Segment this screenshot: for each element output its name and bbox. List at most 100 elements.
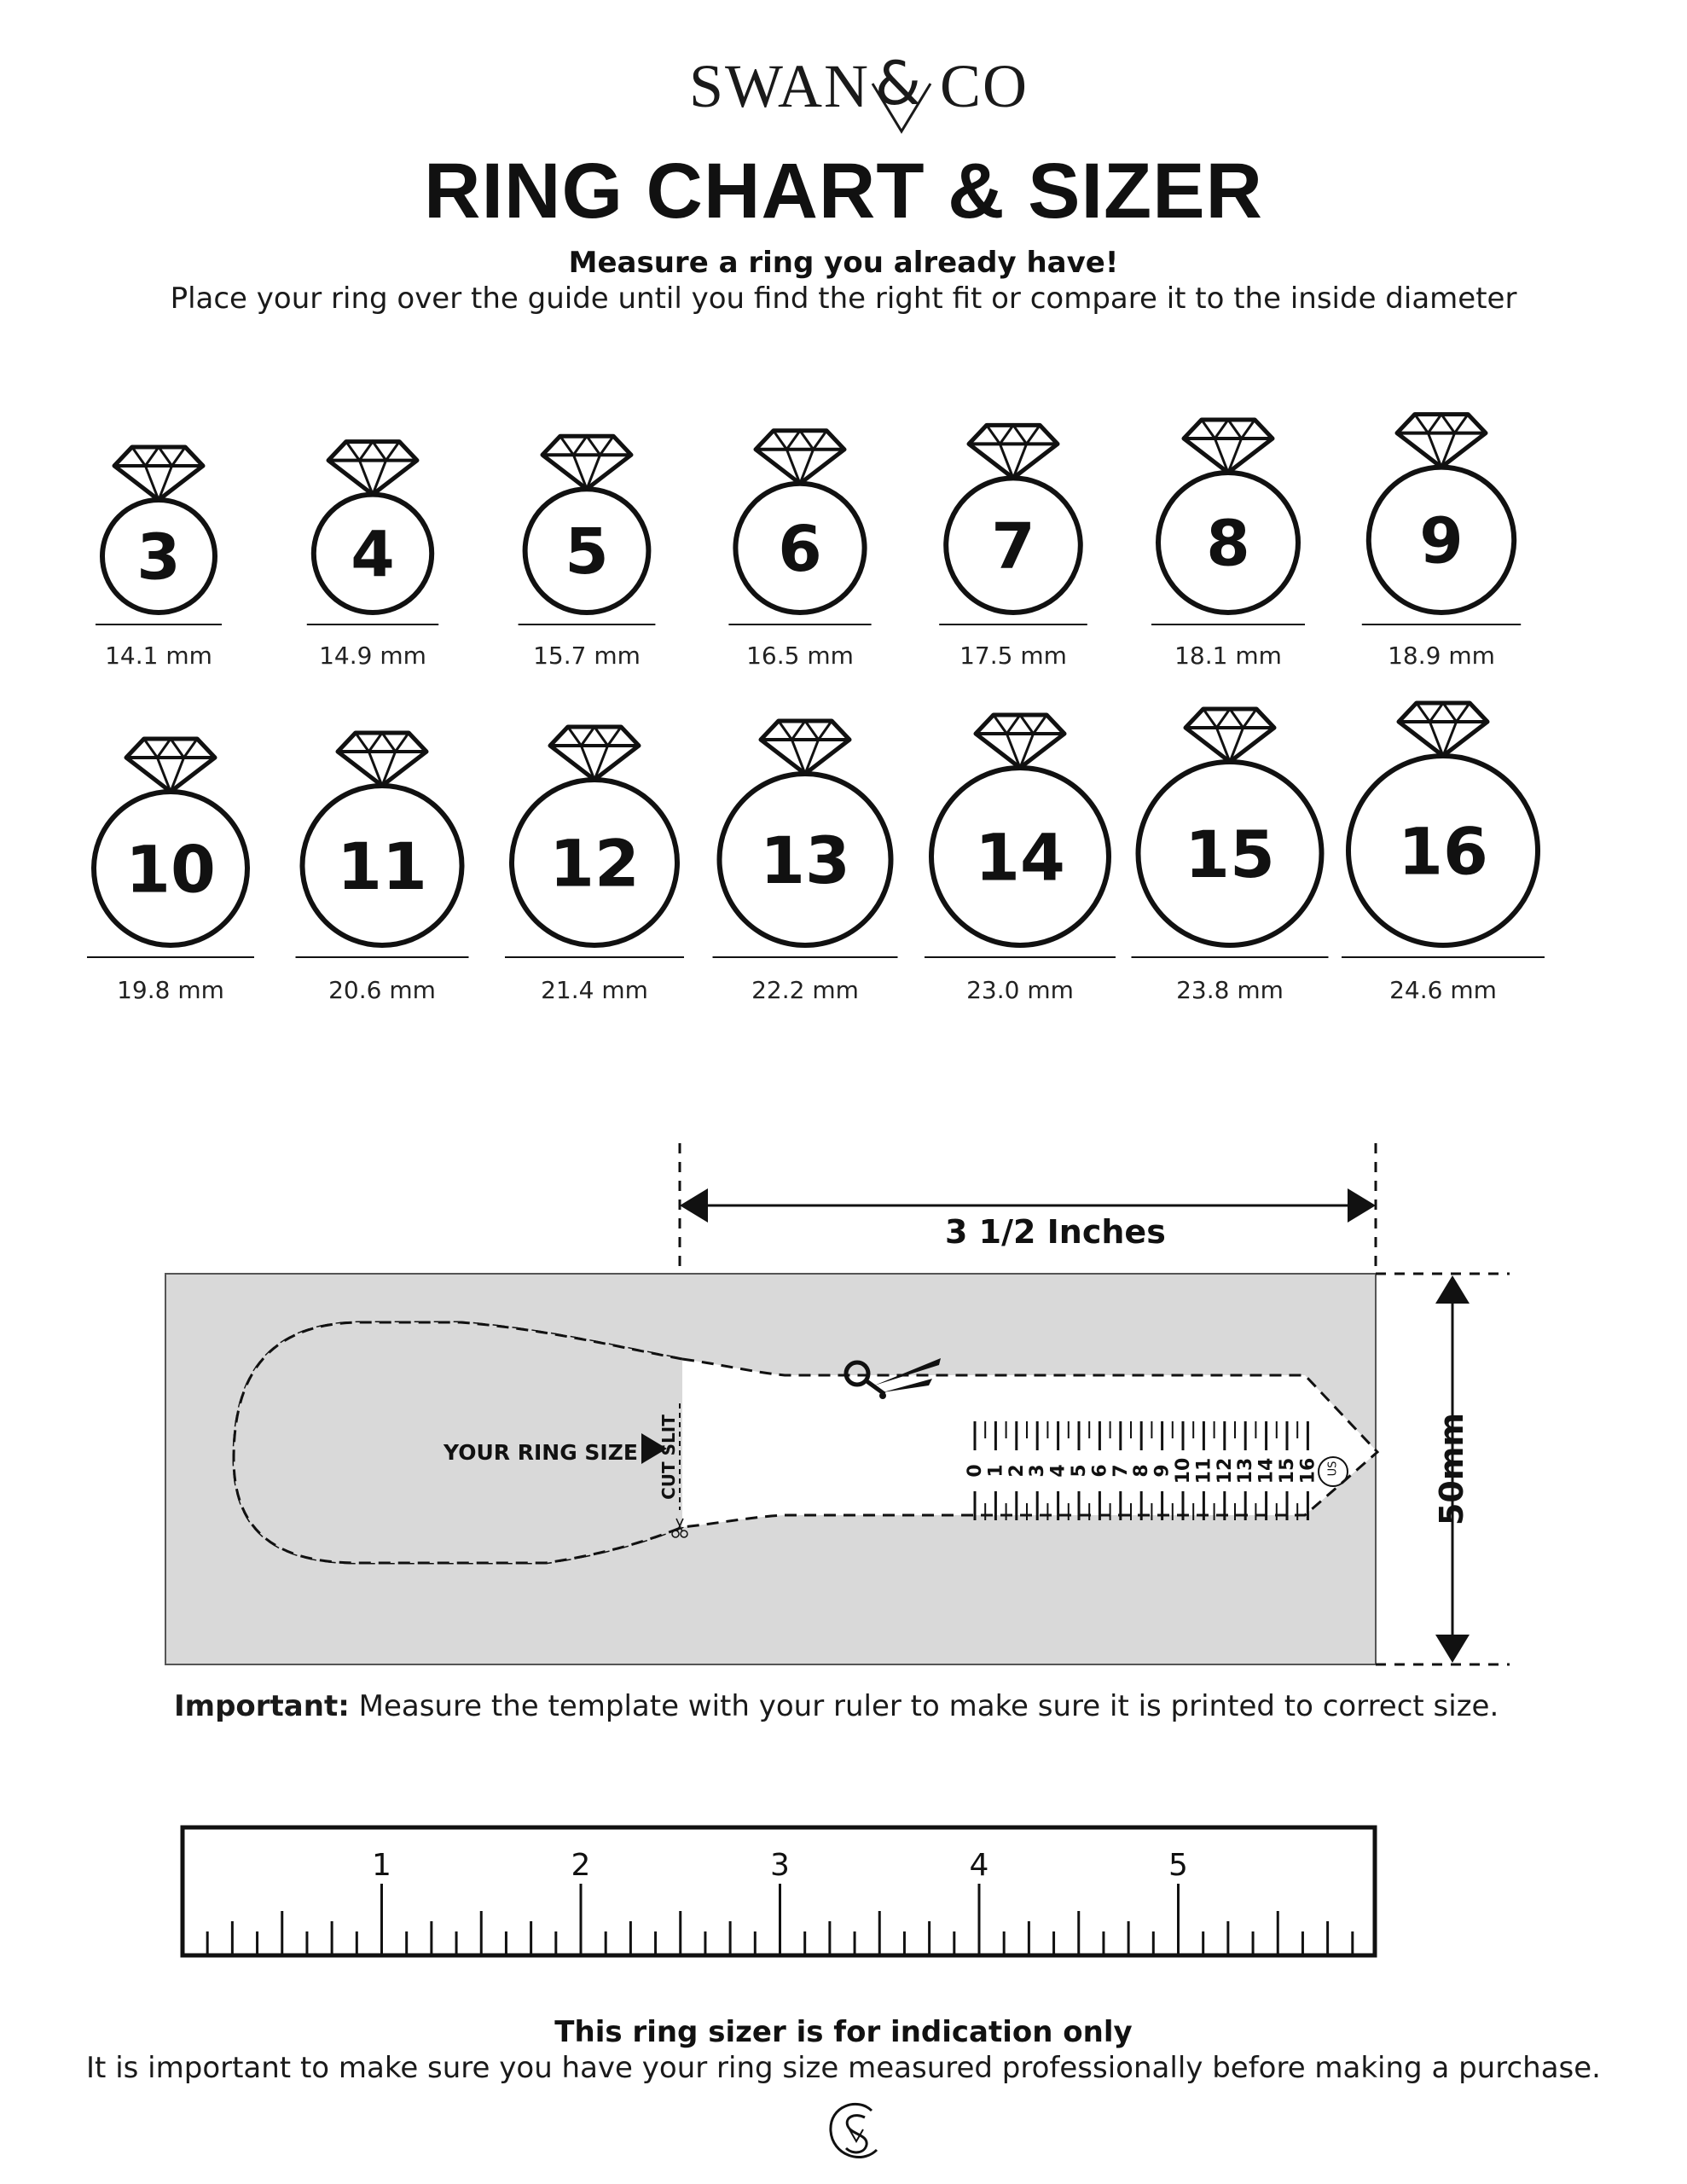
ring-item-6: 616.5 mm [728, 428, 872, 670]
inch-ruler: 1 2 3 4 5 [180, 1825, 1377, 1958]
instructions: Place your ring over the guide until you… [170, 282, 1517, 316]
diamond-ring-icon [548, 724, 641, 782]
ruler-inch-label: 1 [372, 1848, 391, 1883]
scale-number: 14 [1256, 1458, 1278, 1484]
diamond-ring-icon [1181, 417, 1275, 475]
disclaimer-heading: This ring sizer is for indication only [554, 2015, 1133, 2049]
important-note: Important: Measure the template with you… [174, 1689, 1499, 1723]
ring-diameter: 22.2 mm [751, 976, 859, 1004]
page-subtitle: Measure a ring you already have! [568, 246, 1119, 280]
ring-size-number: 10 [125, 831, 216, 907]
ring-size-number: 8 [1206, 508, 1250, 581]
ring-size-number: 15 [1185, 816, 1275, 892]
svg-text:&: & [875, 53, 922, 119]
ruler-inch-label: 2 [571, 1848, 591, 1883]
monogram-logo-icon [829, 2102, 878, 2158]
scale-number: 8 [1131, 1464, 1152, 1477]
logo-text-left: SWAN [689, 52, 871, 120]
ring-size-number: 12 [549, 825, 640, 901]
ring-item-8: 8 18.1 mm [1151, 417, 1305, 670]
diamond-ring-icon [753, 428, 847, 486]
scale-number: 7 [1110, 1464, 1132, 1477]
unit-badge: US [1326, 1461, 1340, 1477]
slit-scissors-icon [671, 1518, 688, 1538]
diamond-ring-icon [1183, 706, 1277, 764]
scale-number: 10 [1173, 1458, 1194, 1484]
ruler-inch-label: 5 [1168, 1848, 1188, 1883]
ring-size-number: 4 [351, 518, 395, 591]
width-arrow [680, 1188, 1376, 1223]
ring-item-15: 15 23.8 mm [1131, 706, 1329, 1004]
ring-diameter: 14.9 mm [319, 642, 426, 670]
ring-diameter: 24.6 mm [1389, 976, 1497, 1004]
ring-item-11: 11 20.6 mm [295, 730, 469, 1004]
diamond-ring-icon [1396, 700, 1490, 758]
scale-number: 1 [985, 1464, 1006, 1477]
scale-number: 3 [1027, 1464, 1048, 1477]
important-text: Measure the template with your ruler to … [349, 1689, 1499, 1723]
your-ring-size-label: YOUR RING SIZE [443, 1440, 638, 1465]
diamond-ring-icon [540, 433, 634, 491]
scale-number: 6 [1089, 1464, 1110, 1477]
scale-number: 5 [1069, 1464, 1090, 1477]
logo-ampersand-icon: & [871, 53, 932, 134]
ring-diameter: 18.9 mm [1388, 642, 1495, 670]
ring-size-number: 9 [1419, 504, 1464, 578]
ring-item-7: 717.5 mm [939, 422, 1087, 670]
ring-item-4: 4 14.9 mm [306, 439, 439, 670]
ring-size-number: 14 [975, 819, 1065, 895]
diamond-ring-icon [112, 444, 206, 502]
width-label: 3 1/2 Inches [945, 1213, 1166, 1251]
ring-diameter: 18.1 mm [1174, 642, 1282, 670]
ring-diameter: 21.4 mm [541, 976, 648, 1004]
scale-number: 16 [1297, 1458, 1319, 1484]
diamond-ring-icon [335, 730, 429, 788]
scale-number: 11 [1193, 1458, 1215, 1484]
play-arrow-icon [641, 1433, 667, 1464]
diamond-ring-icon [326, 439, 420, 497]
ring-size-number: 13 [760, 822, 850, 898]
diamond-ring-icon [1394, 412, 1488, 470]
ring-diameter: 20.6 mm [328, 976, 436, 1004]
scale-number: 15 [1277, 1458, 1298, 1484]
diamond-ring-icon [758, 718, 852, 776]
cut-slit-label: CUT SLIT [658, 1414, 679, 1500]
unit-badge-circle [1318, 1456, 1348, 1487]
ring-item-3: 314.1 mm [96, 444, 222, 670]
height-label: 50mm [1433, 1412, 1470, 1526]
ring-diameter: 23.0 mm [966, 976, 1074, 1004]
height-arrow [1435, 1275, 1470, 1663]
diamond-ring-icon [973, 712, 1067, 770]
ring-diameter: 14.1 mm [105, 642, 212, 670]
ring-item-14: 14 23.0 mm [925, 712, 1116, 1004]
ring-size-number: 6 [778, 513, 822, 586]
scale-number: 13 [1235, 1458, 1256, 1484]
scissors-icon [844, 1358, 941, 1399]
scale-number: 2 [1006, 1464, 1028, 1477]
scale-number: 4 [1048, 1464, 1070, 1477]
ring-size-number: 16 [1398, 813, 1488, 889]
ring-size-chart: 314.1 mm 4 14.9 mm 5 15.7 mm 616.5 mm 717.5 mm… [87, 412, 1545, 1004]
ring-item-13: 13 22.2 mm [712, 718, 898, 1004]
ring-diameter: 23.8 mm [1176, 976, 1284, 1004]
diamond-ring-icon [124, 736, 217, 794]
ring-diameter: 15.7 mm [533, 642, 641, 670]
scale-number: 9 [1152, 1464, 1174, 1477]
page-title: RING CHART & SIZER [424, 148, 1263, 235]
ring-size-number: 11 [337, 828, 427, 904]
scale-number: 0 [965, 1464, 986, 1477]
logo-text-right: CO [940, 52, 1029, 120]
ring-diameter: 19.8 mm [117, 976, 224, 1004]
logo: SWAN & CO [0, 51, 1687, 145]
ruler-inch-label: 4 [970, 1848, 989, 1883]
ring-item-9: 9 18.9 mm [1361, 412, 1522, 670]
important-label: Important: [174, 1689, 350, 1723]
ring-size-number: 7 [991, 510, 1035, 584]
ring-item-10: 10 19.8 mm [87, 736, 254, 1004]
ruler-inch-label: 3 [770, 1848, 790, 1883]
scale-number: 12 [1215, 1458, 1236, 1484]
ring-size-number: 5 [565, 515, 609, 589]
ring-item-16: 16 24.6 mm [1342, 700, 1545, 1004]
